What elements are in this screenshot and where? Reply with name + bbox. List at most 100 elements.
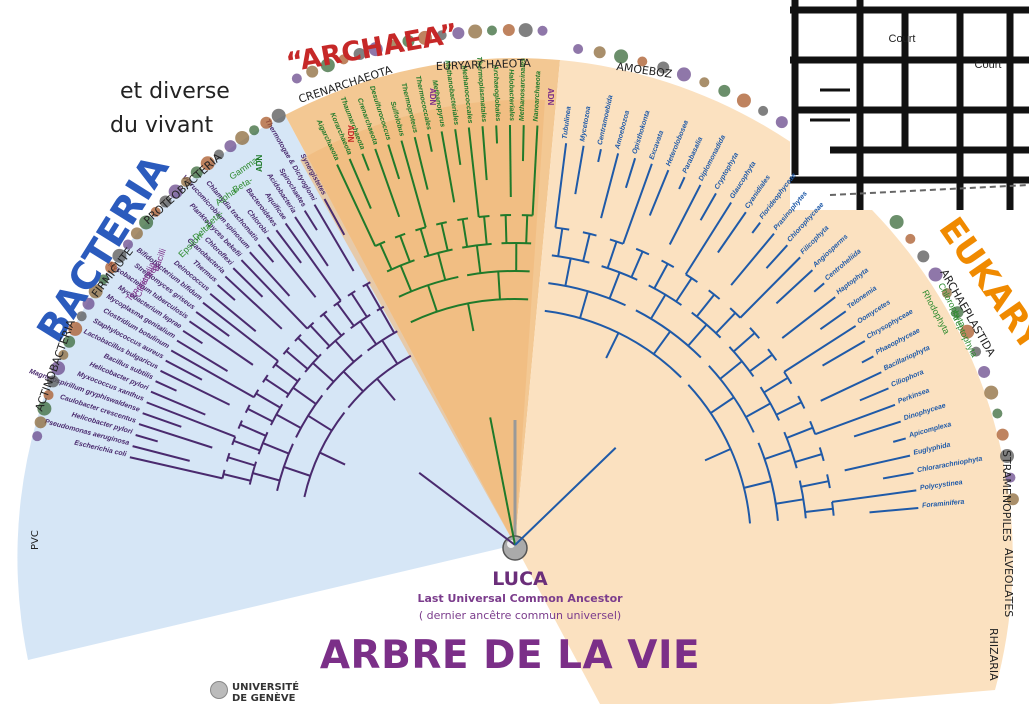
archaea-taxon-label: Archaeoglobales <box>491 64 501 122</box>
bacteria-leaf-branch <box>138 423 213 449</box>
bacteria-leaf-branch <box>257 243 275 263</box>
bacteria-internal-branch <box>365 283 382 310</box>
eukaryota-leaf-branch <box>684 201 732 275</box>
archaea-leaf-branch <box>467 127 480 218</box>
archaea-organism-illustration <box>468 24 483 39</box>
bacteria-organism-illustration <box>249 125 260 136</box>
archaea-organism-illustration <box>320 58 335 73</box>
eukaryota-organism-illustration <box>699 77 710 88</box>
eukaryota-internal-branch <box>650 294 667 320</box>
archaea-taxon-label: Methanosarcinales <box>519 58 527 121</box>
bacteria-internal-branch <box>379 308 396 334</box>
archaea-internal-branch <box>399 235 411 263</box>
bacteria-internal-branch <box>359 320 378 345</box>
archaea-internal-branch <box>478 214 490 218</box>
archaea-leaf-branch <box>387 144 401 180</box>
bacteria-internal-branch <box>325 332 346 350</box>
bacteria-internal-branch <box>292 386 317 405</box>
bacteria-organism-illustration <box>213 149 224 160</box>
eukaryota-organism-illustration <box>657 61 670 74</box>
map-label-court2: Court <box>975 59 1002 71</box>
eukaryota-leaf-branch <box>597 149 602 163</box>
eukaryota-internal-branch <box>798 480 807 519</box>
bacteria-leaf-branch <box>323 198 346 236</box>
archaea-internal-branch <box>461 219 469 247</box>
bacteria-internal-branch <box>233 439 261 452</box>
bacteria-internal-branch <box>248 461 258 485</box>
university-line-2: DE GENÈVE <box>232 693 296 704</box>
bacteria-internal-branch <box>255 392 281 409</box>
archaea-internal-branch <box>497 271 501 300</box>
eukaryota-internal-branch <box>783 431 798 469</box>
archaea-leaf-branch <box>400 140 427 228</box>
archaea-leaf-branch <box>427 133 433 152</box>
eukaryota-leaf-branch <box>813 282 825 293</box>
eukaryota-internal-branch <box>745 402 771 418</box>
bacteria-leaf-branch <box>303 210 318 231</box>
eukaryota-internal-branch <box>710 396 735 414</box>
bacteria-internal-branch <box>264 377 290 396</box>
eukaryota-leaf-branch <box>853 420 902 438</box>
archaea-internal-branch <box>440 223 449 251</box>
bacteria-organism-illustration <box>105 261 118 274</box>
eukaryota-organism-illustration <box>1005 472 1016 483</box>
bacteria-internal-branch <box>285 350 309 370</box>
eukaryota-leaf-branch <box>730 232 775 286</box>
bacteria-internal-branch <box>269 403 284 426</box>
bacteria-organism-illustration <box>122 239 133 250</box>
bacteria-leaf-branch <box>209 292 257 333</box>
eukaryota-internal-branch <box>826 474 831 489</box>
eukaryota-organism-illustration <box>984 385 999 400</box>
bacteria-leaf-branch <box>266 236 317 298</box>
bacteria-leaf-branch <box>160 369 231 406</box>
eukaryota-internal-branch <box>564 258 572 287</box>
eukaryota-leaf-branch <box>739 256 801 319</box>
group-euryarchaeota: EURYARCHAEOTA <box>436 57 532 73</box>
archaea-taxon-label: Halobacteriales <box>507 69 515 121</box>
bacteria-organism-illustration <box>260 116 273 129</box>
archaea-internal-branch <box>437 252 447 281</box>
archaea-internal-branch <box>467 303 475 332</box>
bacteria-internal-branch <box>381 339 399 365</box>
bacteria-internal-branch <box>275 413 302 429</box>
bacteria-leaf-branch <box>240 259 308 330</box>
adn-marker-archaea-3: ADN <box>546 88 555 106</box>
bacteria-leaf-branch <box>188 320 254 366</box>
bacteria-internal-branch <box>262 442 290 455</box>
bacteria-leaf-branch <box>150 390 206 416</box>
eukaryota-organism-illustration <box>978 365 991 378</box>
archaea-taxon-label: Nanoarchaeota <box>533 71 543 122</box>
eukaryota-internal-branch <box>764 448 792 460</box>
archaea-internal-branch <box>525 215 529 244</box>
eukaryota-leaf-branch <box>869 506 919 514</box>
bacteria-leaf-branch <box>275 229 302 264</box>
eukaryota-leaf-branch <box>668 184 702 245</box>
eukaryota-internal-branch <box>831 501 835 516</box>
bacteria-organism-illustration <box>98 274 109 285</box>
eukaryota-internal-branch <box>605 332 620 359</box>
bacteria-organism-illustration <box>51 361 66 376</box>
bacteria-internal-branch <box>283 465 311 477</box>
eukaryota-internal-branch <box>653 263 669 289</box>
eukaryota-internal-branch <box>695 293 715 318</box>
bacteria-leaf-branch <box>142 412 182 428</box>
eukaryota-taxon-label: Tubulinea <box>562 106 573 140</box>
bacteria-internal-branch <box>350 292 368 318</box>
archaea-organism-illustration <box>537 25 548 36</box>
archaea-organism-illustration <box>452 27 465 40</box>
archaea-internal-branch <box>379 243 393 270</box>
eukaryota-internal-branch <box>687 323 708 347</box>
bacteria-leaf-branch <box>155 380 177 392</box>
bacteria-internal-branch <box>244 404 251 414</box>
luca-node-highlight <box>507 540 515 548</box>
eukaryota-internal-branch <box>635 309 702 359</box>
archaea-leaf-branch <box>481 126 488 181</box>
group-stramenopiles: STRAMENOPILES <box>1000 450 1013 542</box>
bacteria-internal-branch <box>376 378 396 401</box>
bacteria-leaf-branch <box>132 445 190 462</box>
eukaryota-organism-illustration <box>928 267 943 282</box>
bacteria-internal-branch <box>312 362 335 383</box>
group-alveolates: ALVEOLATES <box>1002 548 1015 617</box>
bacteria-leaf-branch <box>216 284 236 301</box>
archaea-leaf-branch <box>413 136 429 190</box>
